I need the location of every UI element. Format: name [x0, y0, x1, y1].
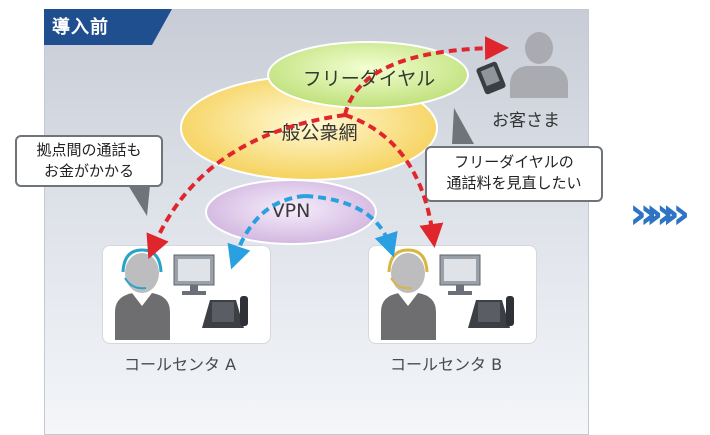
blue-link-right — [304, 194, 398, 258]
operator-b-icon — [381, 248, 436, 340]
monitor-b-icon — [439, 254, 481, 295]
header-label: 導入前 — [52, 17, 109, 38]
call-center-a-label: コールセンタ A — [124, 355, 237, 374]
header-tab — [44, 9, 172, 45]
phone-b-icon — [468, 296, 514, 328]
left-callout-tail — [128, 185, 150, 216]
mobile-phone-icon — [476, 61, 506, 95]
red-link-right — [344, 113, 444, 248]
phone-a-icon — [202, 296, 248, 328]
red-link-left — [146, 113, 346, 260]
vpn-label: VPN — [271, 200, 311, 222]
public-network-links — [146, 36, 509, 260]
right-callout: フリーダイヤルの 通話料を見直したい — [425, 146, 603, 202]
triple-chevron-right-icon: »»» — [629, 188, 690, 239]
vpn-links — [227, 194, 398, 270]
red-link-top — [343, 36, 509, 116]
left-callout: 拠点間の通話も お金がかかる — [15, 135, 163, 187]
call-center-b-label: コールセンタ B — [390, 355, 503, 374]
monitor-a-icon — [173, 254, 215, 295]
right-callout-tail — [452, 108, 474, 144]
blue-link-left — [227, 194, 306, 270]
operator-a-icon — [115, 248, 170, 340]
customer-label: お客さま — [492, 111, 560, 131]
customer-icon — [510, 32, 568, 98]
